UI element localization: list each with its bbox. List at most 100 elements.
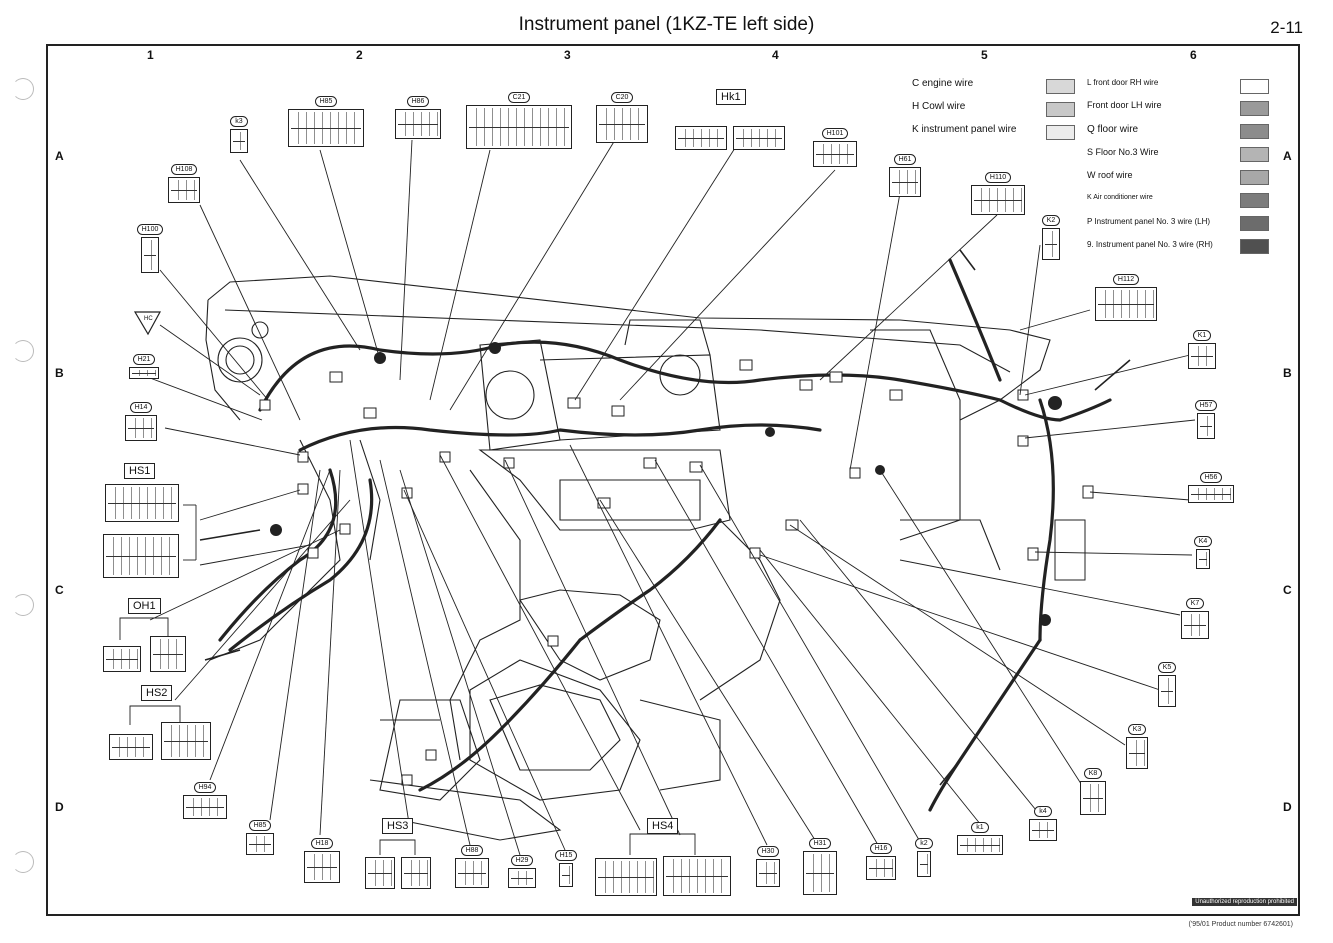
connector-label: H30 bbox=[756, 846, 780, 857]
legend-label: K Air conditioner wire bbox=[1087, 194, 1153, 201]
connector-label: K5 bbox=[1157, 662, 1177, 673]
legend-swatch bbox=[1240, 147, 1269, 162]
connector-label: K4 bbox=[1193, 536, 1213, 547]
connector-label: H85 bbox=[248, 820, 272, 831]
connector-label: C20 bbox=[610, 92, 634, 103]
connector-k4-right: K4 bbox=[1193, 536, 1213, 569]
connector-label: K8 bbox=[1083, 768, 1103, 779]
connector-h31: H31 bbox=[802, 838, 838, 895]
legend-label: K instrument panel wire bbox=[912, 124, 1017, 135]
connector-label: H94 bbox=[193, 782, 217, 793]
connector-label: K7 bbox=[1185, 598, 1205, 609]
connector-k4-bottom: k4 bbox=[1028, 806, 1058, 841]
connector-h56: H56 bbox=[1186, 472, 1236, 503]
legend-label: C engine wire bbox=[912, 78, 974, 89]
row-label-b-right: B bbox=[1283, 366, 1292, 380]
connector-label: H88 bbox=[460, 845, 484, 856]
connector-label: H112 bbox=[1112, 274, 1140, 285]
row-label-d-right: D bbox=[1283, 800, 1292, 814]
connector-h85: H85 bbox=[286, 96, 366, 147]
legend-swatch bbox=[1240, 79, 1269, 94]
connector-k2-bottom: k2 bbox=[912, 838, 936, 877]
connector-label: H56 bbox=[1199, 472, 1223, 483]
connector-label: k4 bbox=[1034, 806, 1052, 817]
connector-h30: H30 bbox=[754, 846, 782, 887]
connector-label: H18 bbox=[310, 838, 334, 849]
connector-k5: K5 bbox=[1156, 662, 1178, 707]
connector-label: H14 bbox=[129, 402, 153, 413]
legend-label: S Floor No.3 Wire bbox=[1087, 147, 1159, 157]
connector-group-label: Hk1 bbox=[716, 89, 746, 105]
connector-hs4-b bbox=[662, 854, 732, 896]
binder-hole bbox=[12, 851, 34, 873]
legend-label: P Instrument panel No. 3 wire (LH) bbox=[1087, 217, 1211, 226]
connector-c21: C21 bbox=[465, 92, 573, 149]
binder-hole bbox=[12, 340, 34, 362]
column-label-1: 1 bbox=[147, 48, 154, 62]
connector-h108: H108 bbox=[166, 164, 202, 203]
row-label-a-left: A bbox=[55, 149, 64, 163]
connector-h94: H94 bbox=[182, 782, 228, 819]
connector-oh1-a bbox=[102, 644, 142, 672]
row-label-a-right: A bbox=[1283, 149, 1292, 163]
legend-swatch bbox=[1240, 216, 1269, 231]
column-label-2: 2 bbox=[356, 48, 363, 62]
connector-c20: C20 bbox=[596, 92, 648, 143]
connector-h100: H100 bbox=[136, 224, 164, 273]
row-label-c-right: C bbox=[1283, 583, 1292, 597]
connector-label: H110 bbox=[984, 172, 1012, 183]
connector-k7: K7 bbox=[1180, 598, 1210, 639]
connector-k1-right: K1 bbox=[1186, 330, 1218, 369]
legend-swatch bbox=[1240, 170, 1269, 185]
connector-label: H16 bbox=[869, 843, 893, 854]
legend-label: 9. Instrument panel No. 3 wire (RH) bbox=[1087, 240, 1213, 249]
diagram-frame bbox=[46, 44, 1300, 916]
connector-h112: H112 bbox=[1094, 274, 1158, 321]
connector-label: K1 bbox=[1192, 330, 1212, 341]
connector-h101: H101 bbox=[812, 128, 858, 167]
connector-label: H61 bbox=[893, 154, 917, 165]
connector-group-label: HS3 bbox=[382, 818, 414, 834]
copyright-stamp: Unauthorized reproduction prohibited bbox=[1192, 898, 1297, 906]
connector-group-label: HS1 bbox=[124, 463, 156, 479]
connector-label: H31 bbox=[808, 838, 832, 849]
connector-label: k1 bbox=[971, 822, 989, 833]
column-label-3: 3 bbox=[564, 48, 571, 62]
connector-group-label: HS2 bbox=[141, 685, 173, 701]
legend-swatch bbox=[1240, 239, 1269, 254]
connector-h85-bottom: H85 bbox=[245, 820, 275, 855]
footer-product-number: ('95/01 Product number 6742601) bbox=[1188, 921, 1293, 928]
row-label-d-left: D bbox=[55, 800, 64, 814]
legend-label: H Cowl wire bbox=[912, 101, 966, 112]
connector-h110: H110 bbox=[970, 172, 1026, 215]
legend-swatch bbox=[1046, 102, 1075, 117]
connector-k1-bottom: k1 bbox=[956, 822, 1004, 855]
connector-label: H108 bbox=[170, 164, 198, 175]
legend-swatch bbox=[1240, 124, 1269, 139]
binder-hole bbox=[12, 594, 34, 616]
legend-swatch bbox=[1240, 193, 1269, 208]
connector-h29: H29 bbox=[506, 855, 538, 888]
column-label-5: 5 bbox=[981, 48, 988, 62]
connector-h15: H15 bbox=[554, 850, 578, 887]
connector-k8: K8 bbox=[1078, 768, 1108, 815]
legend-label: Q floor wire bbox=[1087, 124, 1139, 135]
connector-label: H57 bbox=[1194, 400, 1218, 411]
connector-hs1-a bbox=[104, 482, 180, 522]
connector-label: k2 bbox=[915, 838, 933, 849]
connector-label: H100 bbox=[136, 224, 164, 235]
connector-h21: H21 bbox=[126, 354, 162, 379]
connector-h16: H16 bbox=[864, 843, 898, 880]
connector-hs2-a bbox=[108, 732, 154, 760]
connector-label: H15 bbox=[554, 850, 578, 861]
legend-swatch bbox=[1240, 101, 1269, 116]
connector-oh1-b bbox=[148, 634, 188, 672]
connector-label: C21 bbox=[507, 92, 531, 103]
connector-h88: H88 bbox=[454, 845, 490, 888]
connector-label: H29 bbox=[510, 855, 534, 866]
connector-k2-top: K2 bbox=[1040, 215, 1062, 260]
connector-hk1-a bbox=[674, 124, 728, 150]
connector-label: H101 bbox=[821, 128, 849, 139]
page-title: Instrument panel (1KZ-TE left side) bbox=[518, 14, 815, 35]
